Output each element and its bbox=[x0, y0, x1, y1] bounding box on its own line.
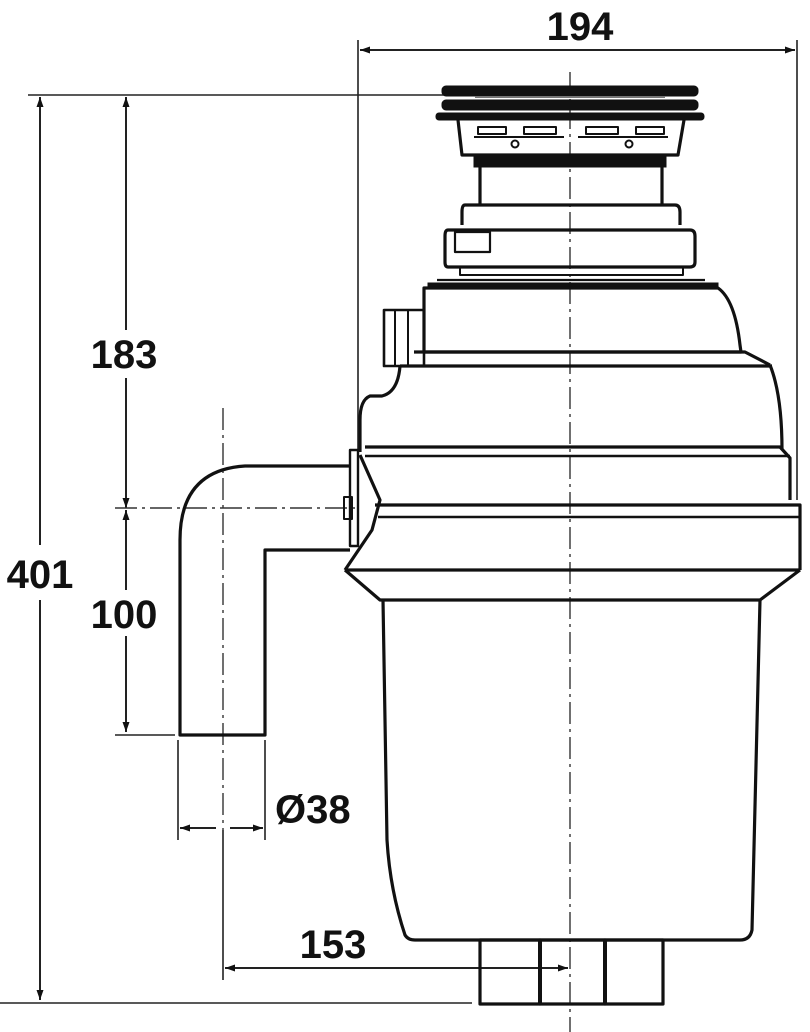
sink-flange bbox=[435, 85, 705, 168]
dimension-height-183: 183 bbox=[91, 97, 158, 508]
dimension-height-100: 100 bbox=[91, 510, 158, 732]
dimension-label-194: 194 bbox=[547, 5, 614, 49]
motor-housing-upper bbox=[358, 286, 784, 452]
grinding-chamber bbox=[381, 599, 762, 942]
dimension-height-401: 401 bbox=[7, 97, 74, 1000]
motor-housing-middle bbox=[343, 445, 802, 602]
dimension-label-401: 401 bbox=[7, 553, 74, 597]
outlet-elbow-pipe bbox=[178, 464, 350, 737]
dimension-label-153: 153 bbox=[300, 923, 367, 967]
dimension-label-diameter: Ø38 bbox=[275, 788, 351, 832]
dimension-width-194: 194 bbox=[360, 5, 795, 54]
dimension-label-183: 183 bbox=[91, 333, 158, 377]
dimension-diameter-38: Ø38 bbox=[180, 788, 351, 832]
center-lines bbox=[115, 72, 571, 1032]
extension-lines bbox=[0, 40, 798, 1004]
dimension-offset-153: 153 bbox=[225, 923, 568, 972]
mounting-assembly bbox=[427, 167, 719, 289]
dimension-label-100: 100 bbox=[91, 593, 158, 637]
bottom-outlet bbox=[478, 938, 665, 1006]
